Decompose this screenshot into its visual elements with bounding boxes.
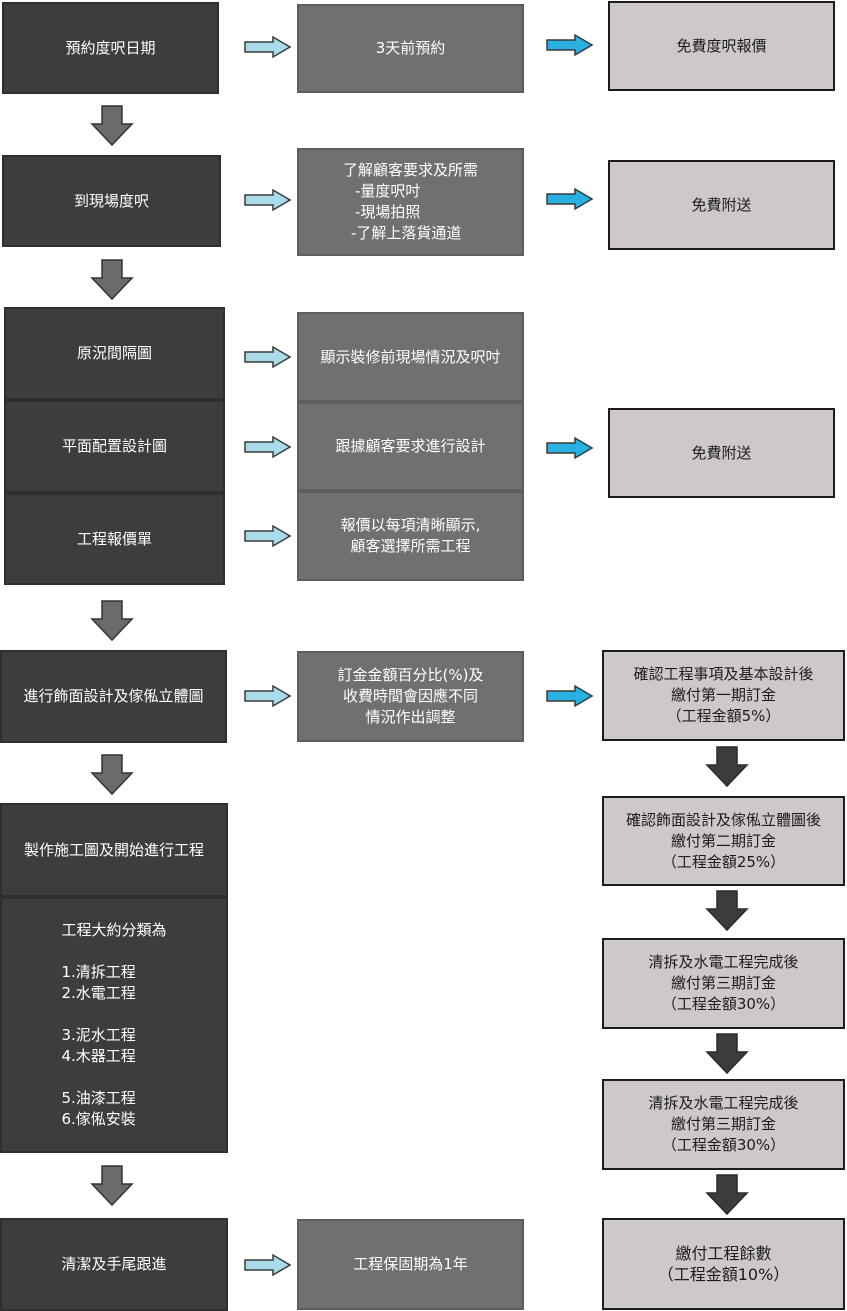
payment-line: 繳付第一期訂金	[670, 686, 776, 704]
payment-line: 繳付第二期訂金	[670, 831, 776, 850]
step-label: 到現場度呎	[73, 191, 149, 210]
detail-title: 了解顧客要求及所需	[342, 161, 478, 179]
payment-line: （工程金額25%）	[661, 852, 786, 871]
step-label: 清潔及手尾跟進	[61, 1255, 167, 1273]
detail-item: -量度呎吋	[354, 182, 421, 200]
step-book-measure: 預約度呎日期	[2, 2, 219, 94]
step-label: 製作施工圖及開始進行工程	[23, 840, 204, 859]
down-arrow-icon	[705, 1174, 749, 1216]
detail-book-ahead: 3天前預約	[297, 4, 524, 93]
right-arrow-icon	[244, 188, 292, 212]
step-label: 預約度呎日期	[65, 38, 156, 57]
benefit-free-gift-2: 免費附送	[608, 408, 835, 498]
payment-line: 確認工程事項及基本設計後	[633, 665, 814, 683]
right-arrow-icon	[546, 684, 594, 708]
right-arrow-icon	[546, 33, 594, 57]
detail-warranty: 工程保固期為1年	[297, 1219, 524, 1310]
down-arrow-icon	[90, 1165, 134, 1207]
detail-text: 跟據顧客要求進行設計	[335, 437, 486, 455]
payment-line: （工程金額30%）	[661, 995, 786, 1013]
right-arrow-icon	[244, 435, 292, 459]
payment-line: 繳付第三期訂金	[670, 974, 776, 992]
detail-design: 跟據顧客要求進行設計	[297, 402, 524, 491]
step-cleaning: 清潔及手尾跟進	[0, 1218, 228, 1311]
detail-text: 顯示裝修前現場情況及呎吋	[320, 347, 501, 366]
payment-fourth: 清拆及水電工程完成後 繳付第三期訂金 （工程金額30%）	[602, 1079, 845, 1170]
payment-line: （工程金額5%）	[666, 707, 781, 725]
right-arrow-icon	[244, 35, 292, 59]
step-label: 原況間隔圖	[76, 344, 152, 362]
detail-quotation: 報價以每項清晰顯示, 顧客選擇所需工程	[297, 491, 524, 581]
down-arrow-icon	[90, 105, 134, 147]
category-item: 1.清拆工程	[61, 963, 136, 981]
detail-line: 顧客選擇所需工程	[350, 537, 471, 555]
down-arrow-icon	[90, 754, 134, 796]
down-arrow-icon	[90, 259, 134, 301]
category-item: 4.木器工程	[61, 1047, 136, 1065]
payment-final: 繳付工程餘數 （工程金額10%）	[602, 1218, 845, 1310]
step-label: 平面配置設計圖	[61, 437, 167, 455]
benefit-free-gift-1: 免費附送	[608, 160, 835, 250]
right-arrow-icon	[546, 436, 594, 460]
step-quotation: 工程報價單	[4, 493, 225, 585]
payment-line: 確認飾面設計及傢俬立體圖後	[625, 810, 821, 829]
detail-line: 報價以每項清晰顯示,	[340, 516, 481, 534]
category-item: 2.水電工程	[61, 984, 136, 1002]
detail-site-needs: 了解顧客要求及所需 -量度呎吋 -現場拍照 -了解上落貨通道	[297, 148, 524, 256]
payment-line: 繳付工程餘數	[675, 1244, 772, 1263]
detail-line: 訂金金額百分比(%)及	[337, 666, 484, 684]
down-arrow-icon	[705, 1033, 749, 1075]
category-item: 5.油漆工程	[61, 1089, 136, 1107]
step-finish-design: 進行飾面設計及傢俬立體圖	[0, 650, 227, 743]
categories-box: 工程大約分類為 1.清拆工程 2.水電工程 3.泥水工程 4.木器工程 5.油漆…	[0, 897, 228, 1153]
right-arrow-icon	[546, 187, 594, 211]
detail-text: 3天前預約	[375, 39, 446, 57]
detail-item: -了解上落貨通道	[350, 224, 462, 242]
payment-line: 清拆及水電工程完成後	[648, 953, 799, 971]
step-original-plan: 原況間隔圖	[4, 307, 225, 400]
step-site-measure: 到現場度呎	[2, 155, 221, 247]
right-arrow-icon	[244, 524, 292, 548]
right-arrow-icon	[244, 684, 292, 708]
detail-deposit: 訂金金額百分比(%)及 收費時間會因應不同 情況作出調整	[297, 651, 524, 742]
payment-line: （工程金額10%）	[657, 1265, 790, 1284]
payment-line: 繳付第三期訂金	[670, 1115, 776, 1133]
detail-line: 收費時間會因應不同	[342, 687, 478, 705]
step-layout-design: 平面配置設計圖	[4, 400, 225, 493]
benefit-text: 免費附送	[691, 195, 752, 214]
down-arrow-icon	[705, 746, 749, 788]
benefit-text: 免費度呎報價	[676, 36, 767, 55]
payment-line: 清拆及水電工程完成後	[648, 1094, 799, 1112]
categories-title: 工程大約分類為	[61, 921, 167, 939]
detail-item: -現場拍照	[354, 203, 421, 221]
down-arrow-icon	[705, 890, 749, 932]
step-label: 工程報價單	[76, 529, 152, 548]
down-arrow-icon	[90, 600, 134, 642]
payment-second: 確認飾面設計及傢俬立體圖後 繳付第二期訂金 （工程金額25%）	[602, 796, 845, 886]
step-construction-start: 製作施工圖及開始進行工程	[0, 803, 228, 897]
payment-third: 清拆及水電工程完成後 繳付第三期訂金 （工程金額30%）	[602, 938, 845, 1029]
detail-text: 工程保固期為1年	[353, 1255, 468, 1273]
right-arrow-icon	[244, 345, 292, 369]
right-arrow-icon	[244, 1253, 292, 1277]
benefit-text: 免費附送	[691, 443, 752, 462]
detail-line: 情況作出調整	[365, 708, 456, 726]
payment-first: 確認工程事項及基本設計後 繳付第一期訂金 （工程金額5%）	[602, 650, 845, 741]
benefit-free-quote: 免費度呎報價	[608, 1, 835, 91]
step-label: 進行飾面設計及傢俬立體圖	[23, 687, 204, 705]
payment-line: （工程金額30%）	[661, 1136, 786, 1154]
category-item: 3.泥水工程	[61, 1026, 136, 1044]
category-item: 6.傢俬安裝	[61, 1110, 136, 1128]
detail-original-plan: 顯示裝修前現場情況及呎吋	[297, 312, 524, 402]
